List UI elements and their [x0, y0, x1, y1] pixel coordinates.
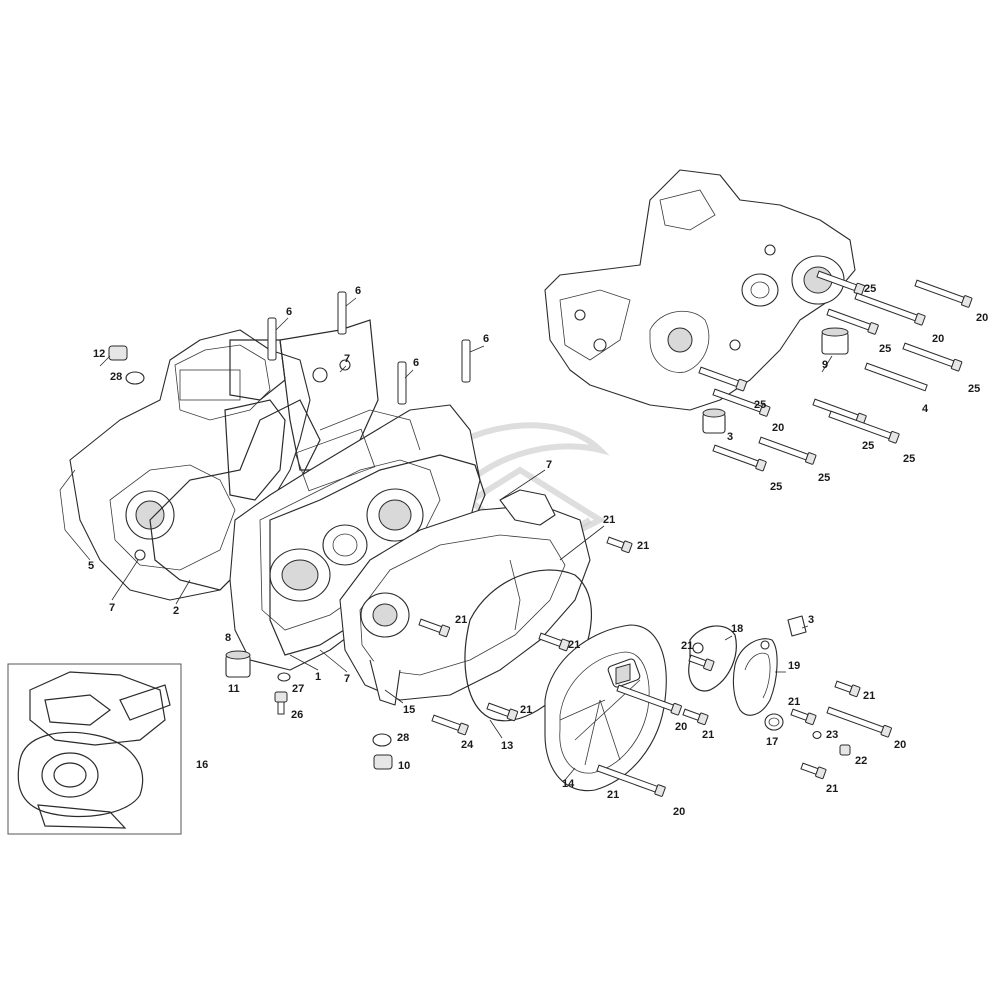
- callout-c2: 2: [173, 605, 179, 617]
- callout-c26: 26: [291, 709, 303, 721]
- callout-c4: 4: [922, 403, 929, 415]
- callout-c25d: 25: [754, 399, 766, 411]
- crankcase-half-right: [544, 169, 856, 411]
- callout-c28b: 28: [397, 732, 409, 744]
- callout-c21j: 21: [826, 783, 838, 795]
- callout-c28a: 28: [110, 371, 122, 383]
- callout-c22: 22: [855, 755, 867, 767]
- callout-c6a: 6: [286, 306, 292, 318]
- callout-c19: 19: [788, 660, 800, 672]
- bushing-9: [821, 327, 849, 355]
- clutch-cover: [339, 489, 591, 706]
- callout-c7c: 7: [109, 602, 115, 614]
- callout-c11: 11: [228, 683, 240, 695]
- washer-27: [277, 672, 291, 682]
- callout-c21a: 21: [520, 704, 532, 716]
- callout-c10: 10: [398, 760, 410, 772]
- washer-23: [812, 730, 822, 740]
- plug-12: [108, 345, 128, 361]
- callout-c21i: 21: [788, 696, 800, 708]
- callout-c27: 27: [292, 683, 304, 695]
- bushing-11: [225, 650, 251, 678]
- gasket-kit-inset: [7, 663, 182, 835]
- leader-lines: [99, 297, 833, 781]
- callout-c7a: 7: [344, 353, 350, 365]
- callout-c25e: 25: [862, 440, 874, 452]
- callout-c12: 12: [93, 348, 105, 360]
- callout-c18: 18: [731, 623, 743, 635]
- callout-c5: 5: [88, 560, 94, 572]
- bushing-3-top: [702, 408, 726, 434]
- callout-c24: 24: [461, 739, 474, 751]
- callout-c13: 13: [501, 740, 513, 752]
- callout-c20c: 20: [673, 806, 685, 818]
- seal-17: [764, 713, 784, 731]
- callout-c20d: 20: [976, 312, 988, 324]
- callout-c9: 9: [822, 359, 828, 371]
- bolt-26: [274, 691, 288, 715]
- callout-c20b: 20: [894, 739, 906, 751]
- callout-c21h: 21: [863, 690, 875, 702]
- callout-c21d: 21: [603, 514, 615, 526]
- callout-c25c: 25: [968, 383, 980, 395]
- callout-c20f: 20: [772, 422, 784, 434]
- callout-c21k: 21: [607, 789, 619, 801]
- callout-c20e: 20: [932, 333, 944, 345]
- callout-c17: 17: [766, 736, 778, 748]
- o-ring-18: [688, 625, 737, 692]
- callout-c25b: 25: [879, 343, 891, 355]
- callout-c21b: 21: [455, 614, 467, 626]
- callout-c21c: 21: [568, 639, 580, 651]
- spacer-3-right: [787, 615, 807, 637]
- callout-c25f: 25: [903, 453, 915, 465]
- callout-c21g: 21: [702, 729, 714, 741]
- studs-6: [267, 291, 471, 405]
- callout-c25h: 25: [770, 481, 782, 493]
- callout-c15: 15: [403, 704, 415, 716]
- callout-c7d: 7: [344, 673, 350, 685]
- ignition-cover: [544, 624, 667, 792]
- bolts: [418, 270, 973, 797]
- callout-c16: 16: [196, 759, 208, 771]
- washer-28-top: [125, 371, 145, 385]
- callout-c23: 23: [826, 729, 838, 741]
- callout-c7b: 7: [546, 459, 552, 471]
- callout-c6d: 6: [483, 333, 489, 345]
- callout-c8: 8: [225, 632, 231, 644]
- callout-c3a: 3: [727, 431, 733, 443]
- callout-c3b: 3: [808, 614, 814, 626]
- callout-c21f: 21: [681, 640, 693, 652]
- callout-c20a: 20: [675, 721, 687, 733]
- callout-c1: 1: [315, 671, 321, 683]
- callout-c25g: 25: [818, 472, 830, 484]
- drain-plug-10: [373, 754, 393, 770]
- callout-c6b: 6: [355, 285, 361, 297]
- washer-28-bottom: [372, 733, 392, 747]
- callout-c14: 14: [562, 778, 575, 790]
- plug-22: [839, 744, 851, 756]
- callout-c25a: 25: [864, 283, 876, 295]
- callout-c21e: 21: [637, 540, 649, 552]
- callout-c6c: 6: [413, 357, 419, 369]
- pump-cover: [732, 638, 778, 716]
